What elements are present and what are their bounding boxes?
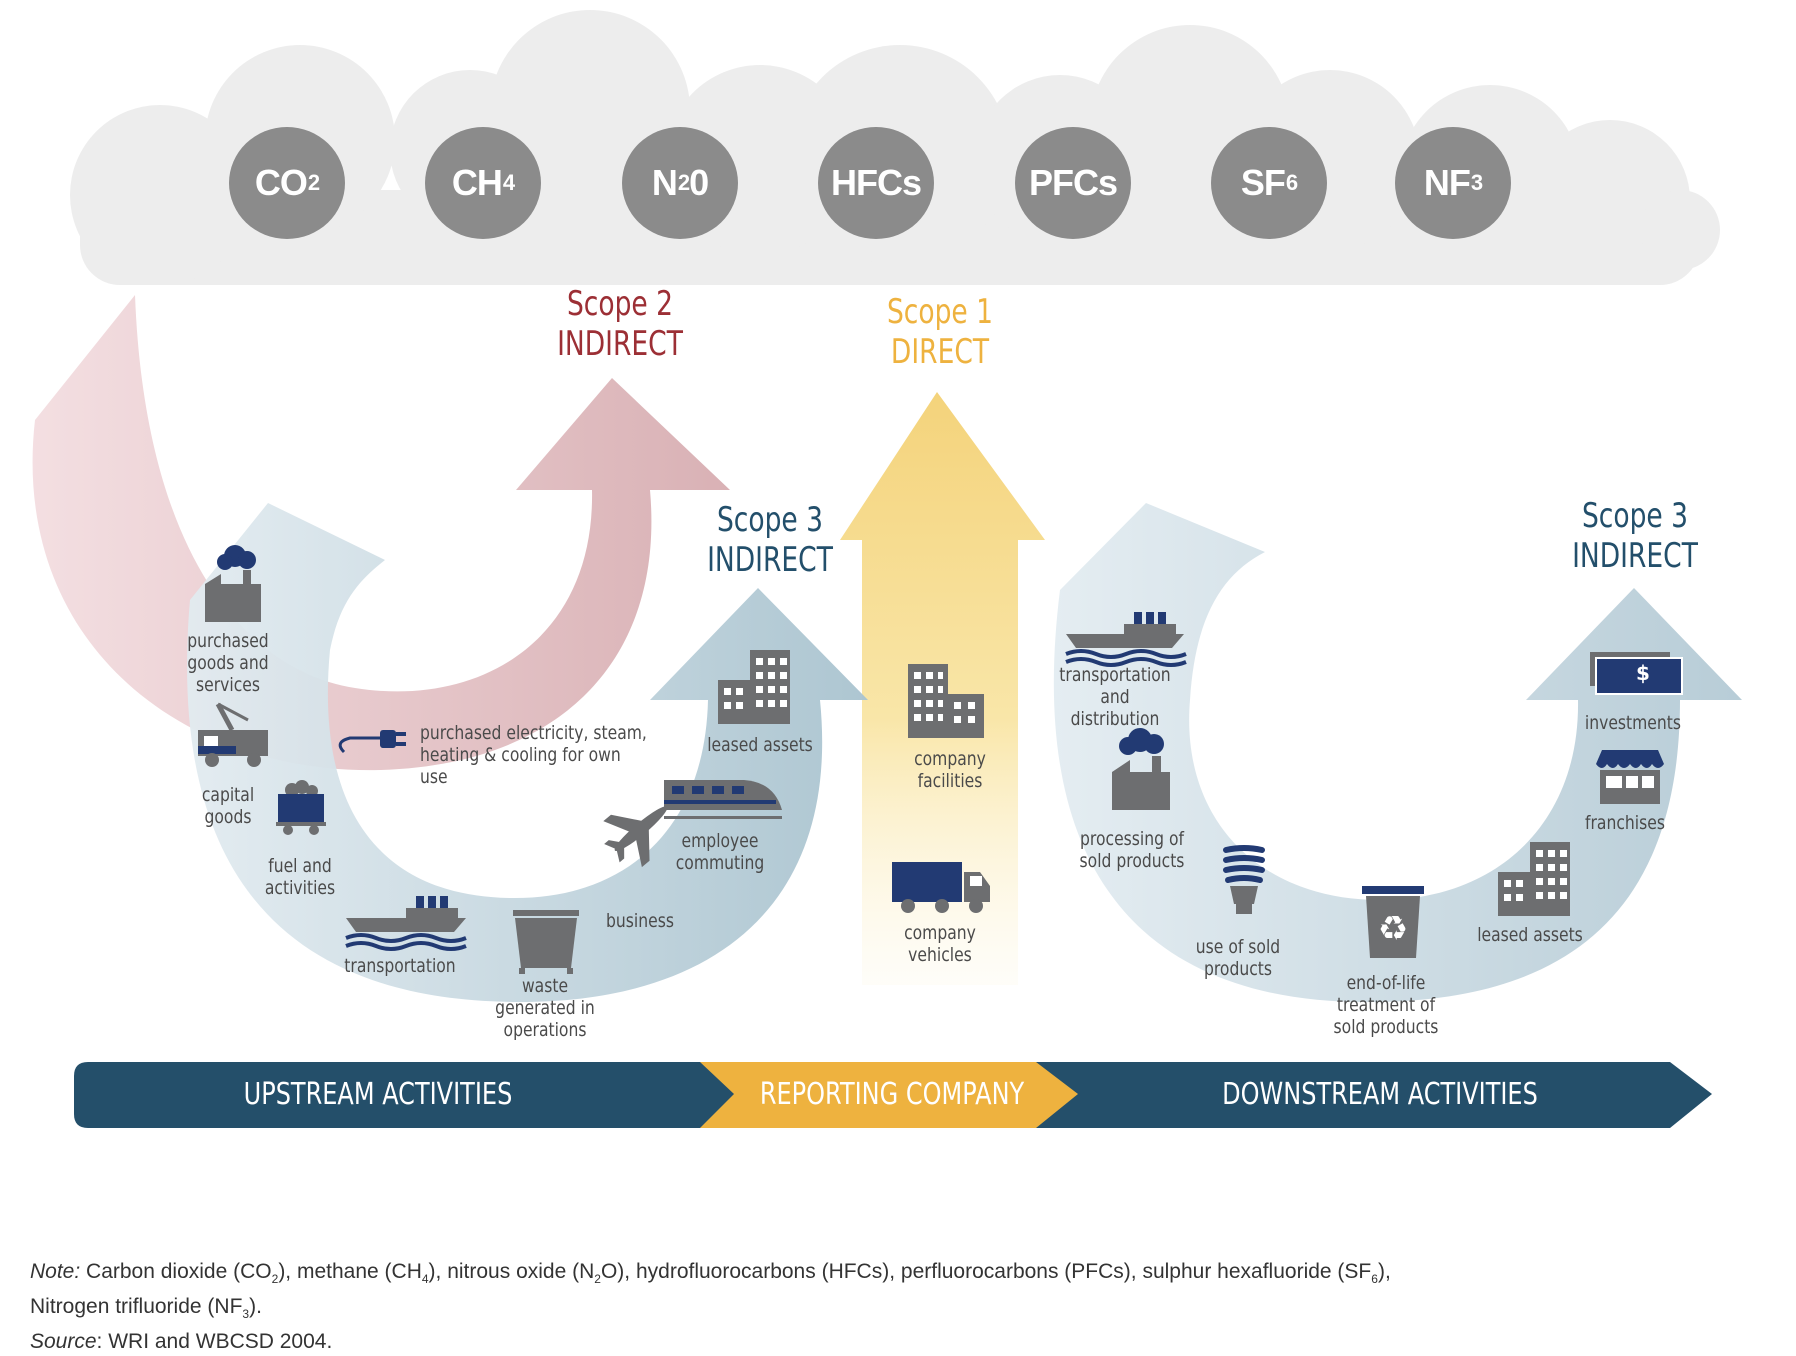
gas-pfcs-base: PFCs	[1028, 162, 1118, 203]
band-downstream	[1036, 1062, 1712, 1128]
train-icon	[664, 780, 782, 819]
band-reporting	[700, 1062, 1084, 1128]
note-sub: 2	[594, 1272, 601, 1287]
dollar-sign: $	[1636, 661, 1650, 685]
scope3-upstream-title: Scope 3 INDIRECT	[684, 500, 856, 580]
cargo-ship-icon	[345, 896, 467, 951]
note-label: Note:	[30, 1260, 81, 1283]
airplane-icon	[603, 806, 668, 868]
label-franchises: franchises	[1585, 812, 1665, 834]
footnote: Note: Carbon dioxide (CO2), methane (CH4…	[30, 1258, 1391, 1355]
label-transport-distribution: transportation and distribution	[1059, 664, 1171, 730]
label-downstream-leased-assets: leased assets	[1477, 924, 1583, 946]
note-text: ).	[249, 1295, 262, 1319]
label-company-vehicles: company vehicles	[904, 922, 976, 966]
note-sub: 3	[242, 1307, 250, 1322]
label-investments: investments	[1584, 712, 1682, 734]
band-downstream-label: DOWNSTREAM ACTIVITIES	[1222, 1077, 1538, 1112]
scope3-downstream-line1: Scope 3	[1581, 496, 1689, 536]
scope1-line2: DIRECT	[890, 332, 990, 372]
note-text: ),	[1377, 1260, 1391, 1283]
gas-co2-base: CO	[254, 162, 308, 203]
storefront-icon	[1596, 750, 1664, 804]
gas-sf6-base: SF	[1240, 162, 1286, 203]
activity-band	[74, 1062, 1712, 1128]
gas-nf3-sub: 3	[1470, 170, 1483, 195]
band-upstream	[74, 1062, 740, 1128]
scope3-upstream-arrow	[187, 503, 869, 1002]
label-capital-goods: capital goods	[201, 784, 255, 828]
coal-cart-icon	[276, 780, 326, 835]
note-sub: 2	[271, 1272, 279, 1287]
cfl-bulb-icon	[1223, 845, 1265, 914]
dumpster-icon	[513, 910, 579, 974]
factory-icon	[205, 545, 261, 622]
label-upstream-transportation: transportation	[344, 955, 456, 977]
note-sub: 6	[1371, 1272, 1378, 1287]
note-text: Nitrogen trifluoride (NF	[30, 1295, 243, 1319]
recycle-bin-icon: ♻	[1362, 886, 1424, 958]
band-reporting-label: REPORTING COMPANY	[759, 1077, 1025, 1112]
gas-n2o-tail: 0	[689, 162, 709, 203]
gas-nf3-base: NF	[1423, 162, 1471, 203]
crane-truck-icon	[198, 702, 268, 767]
gas-n2o-base: N	[651, 162, 678, 203]
scope2-title: Scope 2 INDIRECT	[534, 284, 706, 364]
note-line-1: Note: Carbon dioxide (CO2), methane (CH4…	[30, 1258, 1391, 1293]
scope1-title: Scope 1 DIRECT	[854, 292, 1026, 372]
band-upstream-label: UPSTREAM ACTIVITIES	[243, 1077, 513, 1112]
source-text: : WRI and WBCSD 2004.	[96, 1330, 333, 1354]
scope3-downstream-line2: INDIRECT	[1572, 536, 1698, 576]
note-text: ), methane (CH	[278, 1260, 422, 1283]
note-text: O), hydrofluorocarbons (HFCs), perfluoro…	[600, 1260, 1372, 1283]
source-line: Source: WRI and WBCSD 2004.	[30, 1328, 1391, 1355]
gas-ch4-sub: 4	[502, 170, 515, 195]
gas-co2-sub: 2	[307, 170, 320, 195]
label-purchased-electricity: purchased electricity, steam, heating & …	[420, 722, 647, 788]
company-building-icon	[908, 664, 984, 738]
gas-ch4-base: CH	[451, 162, 503, 203]
svg-text:♻: ♻	[1378, 909, 1408, 949]
electric-plug-icon	[338, 730, 406, 754]
label-purchased-goods: purchased goods and services	[187, 630, 269, 696]
note-sub: 4	[421, 1272, 429, 1287]
scope3-upstream-line1: Scope 3	[716, 500, 824, 540]
label-end-of-life: end-of-life treatment of sold products	[1333, 972, 1439, 1038]
gas-pfcs: PFCs	[1015, 127, 1131, 239]
label-company-facilities: company facilities	[914, 748, 986, 792]
delivery-truck-icon	[892, 862, 990, 913]
scope2-line2: INDIRECT	[557, 324, 683, 364]
cargo-ship-icon-downstream	[1065, 612, 1187, 667]
office-building-icon-downstream	[1498, 842, 1570, 916]
scope1-line1: Scope 1	[886, 292, 994, 332]
scope3-downstream-title: Scope 3 INDIRECT	[1549, 496, 1721, 576]
note-text: Carbon dioxide (CO	[80, 1260, 272, 1283]
scope3-upstream-line2: INDIRECT	[707, 540, 833, 580]
office-building-icon	[718, 650, 790, 724]
money-bills-icon	[1590, 652, 1683, 695]
gas-n2o-sub: 2	[677, 170, 690, 195]
label-business: business	[606, 910, 674, 932]
gas-sf6-sub: 6	[1285, 170, 1298, 195]
label-processing: processing of sold products	[1079, 828, 1185, 872]
source-label: Source	[30, 1330, 97, 1354]
processing-factory-icon	[1112, 728, 1170, 810]
scope2-arrow	[32, 295, 730, 771]
note-text: ), nitrous oxide (N	[428, 1260, 595, 1283]
label-fuel: fuel and activities	[264, 855, 336, 899]
note-line-2: Nitrogen trifluoride (NF3).	[30, 1293, 1391, 1328]
gas-hfcs-base: HFCs	[830, 162, 922, 203]
label-waste: waste generated in operations	[495, 975, 595, 1041]
scope2-line1: Scope 2	[566, 284, 674, 324]
label-use-of-sold-products: use of sold products	[1195, 936, 1281, 980]
gas-hfcs: HFCs	[818, 127, 934, 239]
label-upstream-leased-assets: leased assets	[707, 734, 813, 756]
label-employee-commuting: employee commuting	[675, 830, 765, 874]
